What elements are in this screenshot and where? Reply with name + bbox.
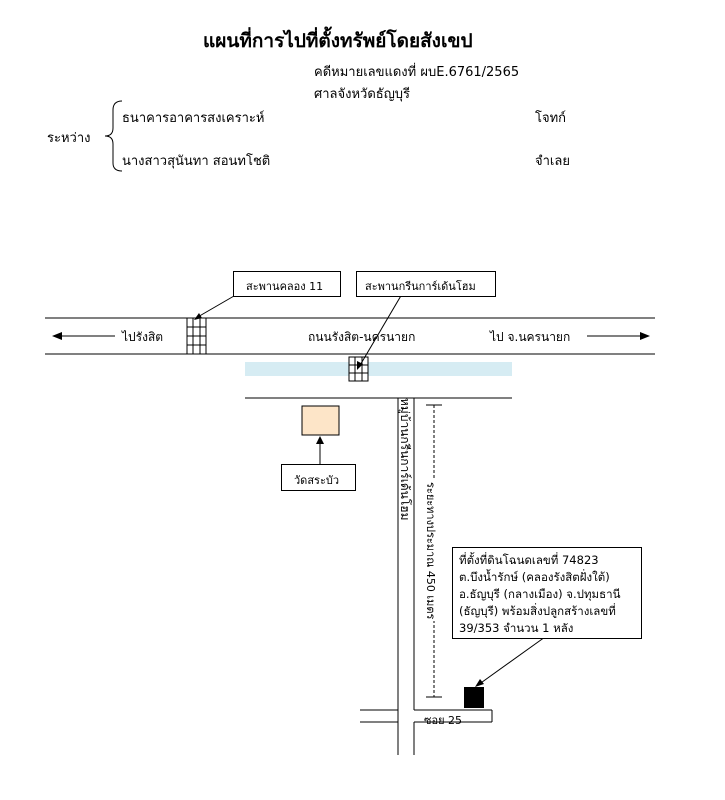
bridge-green-leader: [358, 293, 403, 368]
to-nakhonnayok-label: ไป จ.นครนายก: [490, 330, 571, 344]
property-line-5: 39/353 จำนวน 1 หลัง: [459, 621, 574, 635]
temple-label: วัดสระบัว: [294, 474, 340, 487]
property-line-3: อ.ธัญบุรี (กลางเมือง) จ.ปทุมธานี: [459, 587, 621, 601]
defendant-role: จำเลย: [535, 154, 570, 169]
property-line-1: ที่ตั้งที่ดินโฉนดเลขที่ 74823: [459, 553, 599, 567]
distance-label-wrap: ระยะทางประมาณ 450 เมตร: [422, 480, 442, 622]
plaintiff-name: ธนาคารอาคารสงเคราะห์: [122, 111, 265, 126]
property-info-box: ที่ตั้งที่ดินโฉนดเลขที่ 74823 ต.บึงน้ำรั…: [452, 547, 642, 639]
arrow-right-head: [640, 332, 650, 340]
distance-label: ระยะทางประมาณ 450 เมตร: [422, 480, 440, 622]
canal: [245, 362, 512, 376]
bridge-khlong11-icon: [186, 317, 207, 355]
temple-icon: [301, 405, 340, 436]
property-info-text: ที่ตั้งที่ดินโฉนดเลขที่ 74823 ต.บึงน้ำรั…: [459, 552, 620, 637]
bridge-khlong11-label-box: สะพานคลอง 11: [233, 271, 341, 297]
bridge-green-icon: [348, 356, 369, 382]
defendant-name: นางสาวสุนันทา สอนทโชติ: [122, 154, 271, 169]
village-road-label-wrap: หมู่บ้านกรีนการ์เด้นโฮม: [398, 398, 414, 528]
temple-label-box: วัดสระบัว: [281, 464, 356, 491]
temple-leader-head: [316, 436, 324, 444]
house-icon: [464, 687, 484, 708]
soi-label: ซอย 25: [424, 714, 463, 727]
bridge-khlong11-label: สะพานคลอง 11: [246, 280, 324, 293]
plaintiff-role: โจทก์: [535, 111, 567, 126]
between-brace: [104, 100, 123, 172]
property-line-2: ต.บึงน้ำรักษ์ (คลองรังสิตฝั่งใต้): [459, 570, 610, 584]
property-leader: [477, 636, 546, 686]
to-rangsit-label: ไปรังสิต: [122, 330, 164, 344]
between-label: ระหว่าง: [47, 131, 91, 146]
bridge-green-label-box: สะพานกรีนการ์เด้นโฮม: [356, 271, 496, 297]
main-road-label: ถนนรังสิต-นครนายก: [308, 330, 416, 344]
property-line-4: (ธัญบุรี) พร้อมสิ่งปลูกสร้างเลขที่: [459, 604, 616, 618]
arrow-left-head: [52, 332, 62, 340]
case-number: คดีหมายเลขแดงที่ ผบE.6761/2565: [314, 65, 520, 80]
bridge-green-label: สะพานกรีนการ์เด้นโฮม: [365, 280, 476, 293]
bridge-khlong11-leader: [195, 295, 235, 319]
page-title: แผนที่การไปที่ตั้งทรัพย์โดยสังเขป: [203, 30, 473, 52]
court-name: ศาลจังหวัดธัญบุรี: [314, 87, 411, 102]
village-road-label: หมู่บ้านกรีนการ์เด้นโฮม: [398, 398, 412, 521]
